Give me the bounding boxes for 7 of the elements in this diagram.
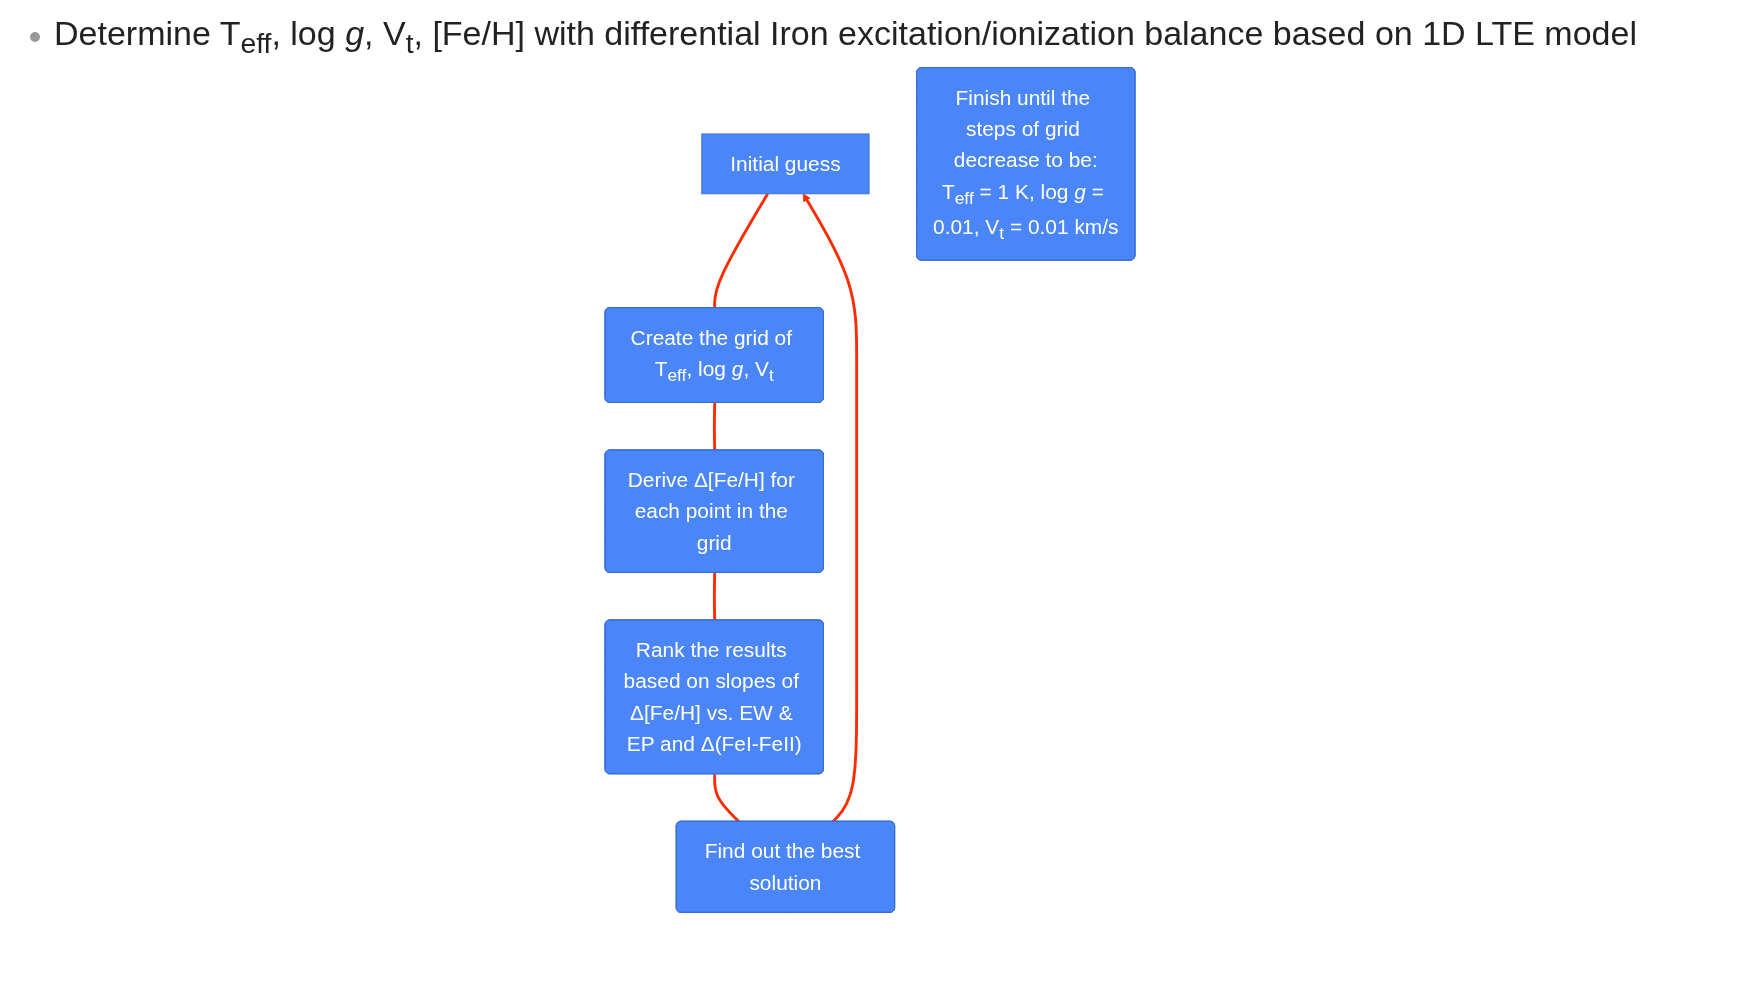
arrow: [802, 193, 859, 823]
connector: [713, 192, 769, 308]
bullet-text: Determine T$_{eff}$, log g, V$_{t}$, [Fe/H] with differential Iron excitation/ionization balance based on 1D LTE model: [54, 14, 1637, 60]
connector: [713, 774, 741, 823]
node-box: Initial guess: [701, 133, 870, 195]
connector: [712, 572, 717, 621]
connector: [712, 402, 717, 451]
